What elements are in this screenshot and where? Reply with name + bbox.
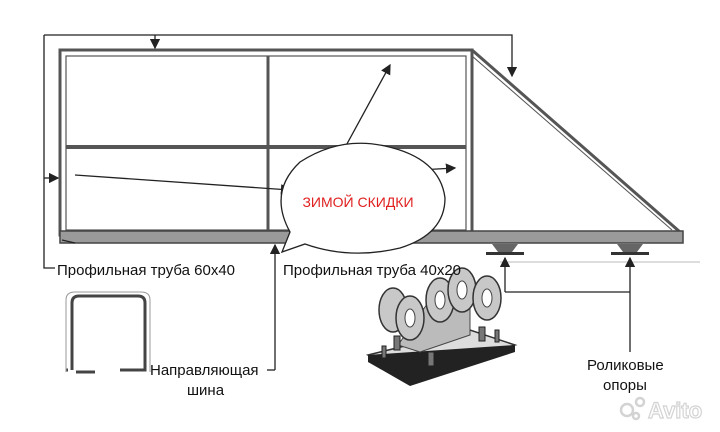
- watermark-text: Avito: [648, 398, 702, 423]
- roller-carriage-icon: [365, 267, 518, 386]
- label-guide-rail-1: Направляющая: [150, 362, 259, 379]
- promo-text: ЗИМОЙ СКИДКИ: [302, 193, 413, 210]
- label-profile-40x20: Профильная труба 40x20: [283, 262, 461, 279]
- guide-rail-profile-icon: [66, 294, 147, 374]
- gate-frame: [58, 48, 681, 237]
- promo-speech-bubble: ЗИМОЙ СКИДКИ: [280, 142, 446, 254]
- roller-support-2: [611, 244, 649, 255]
- label-rollers-2: опоры: [603, 377, 647, 394]
- leader-lines: [43, 34, 636, 371]
- roller-support-1: [486, 244, 524, 255]
- label-guide-rail-2: шина: [187, 382, 225, 399]
- avito-watermark: Avito: [619, 396, 703, 424]
- label-rollers-1: Роликовые: [587, 357, 664, 374]
- label-profile-60x40: Профильная труба 60x40: [57, 262, 235, 279]
